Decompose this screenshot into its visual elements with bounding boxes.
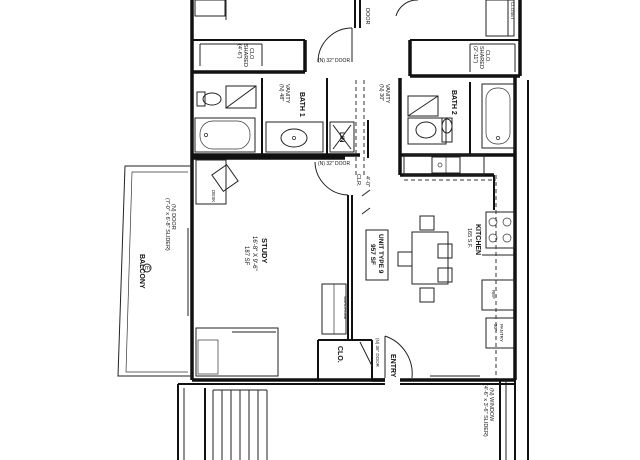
pantry-line1: 30" [493, 324, 498, 331]
vanity-30-line2: VANITY [384, 84, 390, 104]
vanity-48-line1: (N) 48" [278, 84, 284, 101]
closet-shared-left-line3: CLO [248, 48, 254, 60]
linen-closet-label: LIN [338, 132, 345, 143]
bath-2 [398, 76, 517, 157]
kitchen-area: 165 S.F. [466, 228, 472, 249]
entry-label: ENTRY [389, 354, 396, 378]
study-label: STUDY [260, 238, 269, 263]
window-line2: (4'-6" x 3'-6" SLIDER) [482, 384, 488, 437]
dining-table [397, 215, 453, 303]
closet-shared-right-line2: SHARED [478, 46, 484, 69]
balcony-marker [142, 263, 152, 273]
balcony-code: E [143, 266, 149, 270]
study-dimensions: 16'-8" X 9'-6" [251, 236, 257, 271]
door-32-mid-label: (N) 32" DOOR [318, 161, 350, 167]
building-base [177, 80, 529, 460]
closet-shared-right-line3: CLO. [484, 50, 490, 63]
desk-label: DESK [211, 190, 216, 202]
door-36-entry-label: (N) 36" DOOR [375, 338, 380, 368]
closet-small-label: CLO. [336, 346, 343, 363]
door-32-top-label: (N) 32" DOOR [318, 58, 350, 64]
study-area: 187 SF [243, 246, 249, 266]
wardrobe-label: WARDROBE [343, 296, 348, 320]
unit-area-label: 957 SF [369, 244, 376, 265]
closet-shared-left-line2: SHARED [242, 44, 248, 67]
pantry-line2: PANTRY [499, 324, 504, 342]
balcony-door-line2: (7'-0" x 6'-8" SLIDER) [164, 198, 170, 251]
balcony-door-line1: (N) DOOR [170, 204, 176, 230]
closet-top-right-label: CLOSET [510, 2, 515, 20]
balcony [117, 165, 193, 377]
bath-1 [190, 72, 360, 158]
door-swing-mid [314, 161, 349, 196]
closet-shared-right-line1: (2'-11") [472, 46, 478, 63]
top-right-closet [408, 0, 522, 78]
door-label-top: DOOR [364, 8, 370, 25]
bath-2-label: BATH 2 [450, 90, 457, 115]
kitchen-window [499, 380, 516, 460]
vanity-48-line2: VANITY [284, 84, 290, 104]
kitchen [398, 154, 517, 382]
kitchen-label: KITCHEN [474, 224, 481, 255]
bath-1-label: BATH 1 [298, 92, 305, 117]
clear-label: CLR. [355, 174, 361, 187]
refrigerator-label: REF [491, 290, 496, 299]
unit-type-box [365, 229, 389, 281]
balcony-label: BALCONY [138, 254, 145, 289]
clear-dimension: 4'-0" [364, 176, 370, 187]
door-swing-top [317, 27, 353, 63]
unit-type-label: UNIT TYPE 9 [377, 234, 384, 274]
window-line1: (N) WINDOW [488, 388, 494, 422]
closet-entry [317, 335, 413, 382]
top-left-closet: DOOR [190, 0, 370, 74]
vanity-30-line1: (N) 30" [378, 84, 384, 101]
study-room [190, 156, 385, 382]
closet-shared-left-line1: (4'-6") [236, 44, 242, 59]
